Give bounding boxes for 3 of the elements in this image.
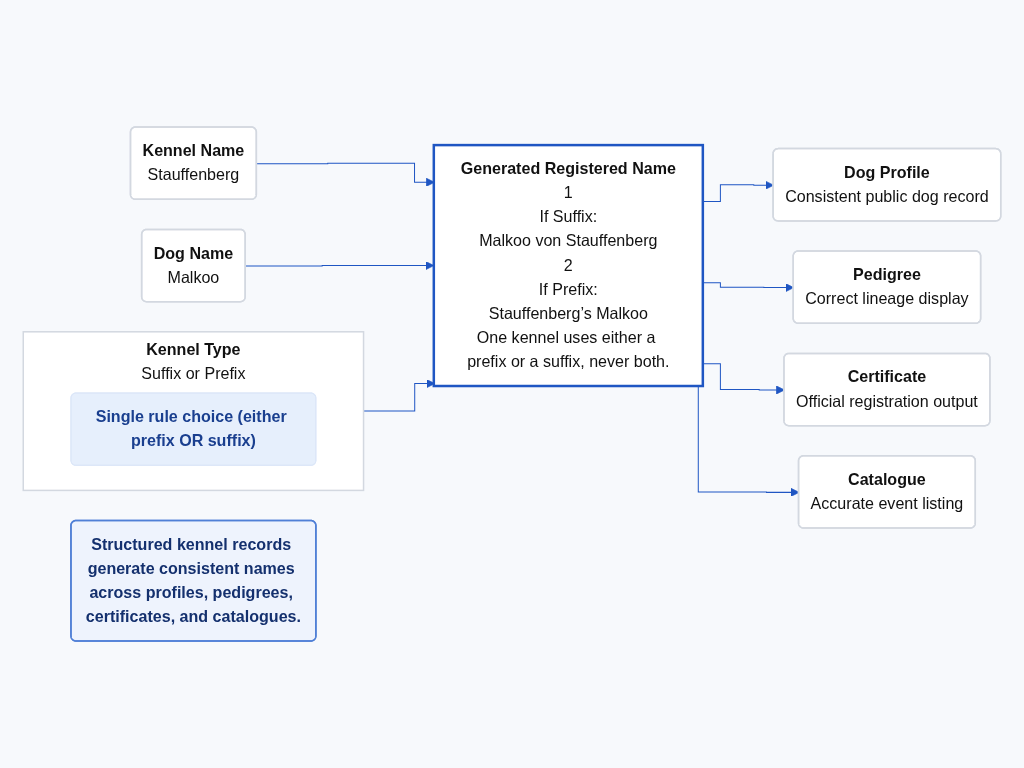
arrow (702, 180, 774, 202)
arrow (363, 379, 436, 412)
node-box: Generated Registered Name 1 If Suffix: Malkoo von Stauffenberg 2 If Prefix: Stauffenberg’s Malkoo One kennel uses either a prefix or a suffix, never both. (432, 143, 705, 388)
